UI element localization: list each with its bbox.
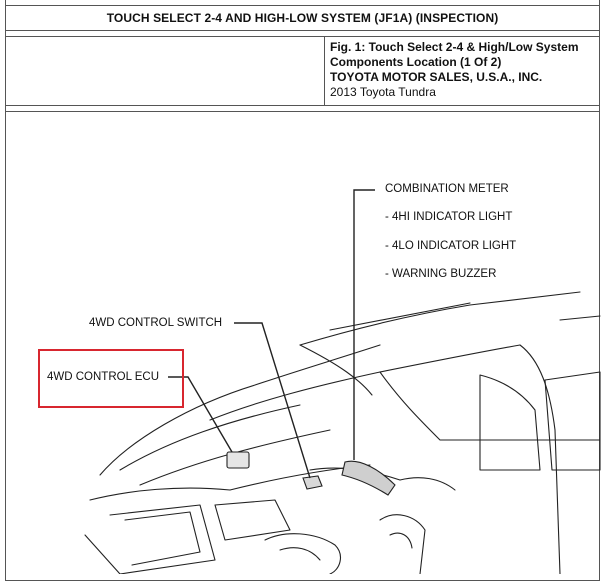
transfer-detail [389, 532, 413, 549]
grille-box [109, 504, 216, 574]
document-title-text: TOUCH SELECT 2-4 AND HIGH-LOW SYSTEM (JF… [106, 11, 499, 25]
engine-block [264, 533, 341, 574]
switch-leader [234, 322, 311, 479]
body-side [379, 371, 601, 441]
transfer-case [379, 514, 426, 574]
label-combination-meter: COMBINATION METER [385, 183, 509, 195]
meter-component [341, 460, 396, 496]
rear-door [559, 315, 601, 321]
publisher: TOYOTA MOTOR SALES, U.S.A., INC. [330, 70, 543, 84]
switch-component [302, 475, 323, 490]
steering-column [399, 477, 456, 491]
label-warning-buzzer: - WARNING BUZZER [385, 268, 497, 280]
ecu-leader [168, 376, 233, 453]
hood-outline [99, 344, 381, 476]
meter-leader [353, 189, 375, 460]
window-front [479, 374, 541, 471]
bumper [84, 534, 121, 574]
grille-top [89, 487, 231, 501]
engine-detail [279, 547, 321, 561]
label-4hi-indicator: - 4HI INDICATOR LIGHT [385, 211, 513, 223]
ecu-component [226, 451, 250, 469]
header-divider [324, 37, 325, 105]
label-4wd-control-switch: 4WD CONTROL SWITCH [89, 317, 223, 329]
windshield-base [209, 344, 521, 421]
a-pillar [299, 344, 373, 396]
figure-info: Fig. 1: Touch Select 2-4 & High/Low Syst… [330, 40, 578, 100]
hood-crease [119, 404, 301, 471]
figure-caption-line1: Fig. 1: Touch Select 2-4 & High/Low Syst… [330, 40, 579, 54]
label-4lo-indicator: - 4LO INDICATOR LIGHT [385, 240, 517, 252]
label-4wd-control-ecu: 4WD CONTROL ECU [47, 371, 160, 383]
figure-caption-line2: Components Location (1 Of 2) [330, 55, 502, 69]
headlight [214, 499, 291, 541]
grille-inner [124, 511, 201, 566]
figure-header: Fig. 1: Touch Select 2-4 & High/Low Syst… [5, 36, 600, 106]
document-title: TOUCH SELECT 2-4 AND HIGH-LOW SYSTEM (JF… [5, 5, 600, 31]
door-frame [519, 344, 561, 574]
roof-line [299, 291, 581, 346]
ecu-highlight-box [38, 349, 184, 408]
vehicle-model: 2013 Toyota Tundra [330, 85, 436, 99]
windshield-top [329, 302, 471, 331]
